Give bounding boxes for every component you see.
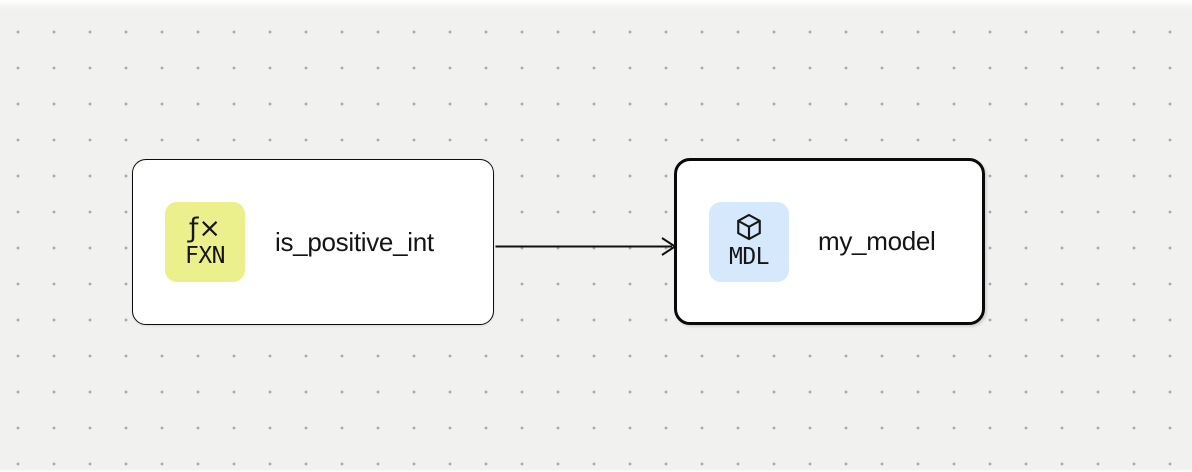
node-my-model[interactable]: MDL my_model (674, 158, 985, 325)
model-badge: MDL (709, 201, 789, 282)
cube-icon (737, 214, 761, 241)
function-badge-abbrev: FXN (184, 242, 226, 269)
node-label-my-model: my_model (818, 226, 936, 256)
node-label-is-positive-int: is_positive_int (275, 226, 434, 257)
fx-icon: ƒ× (188, 212, 222, 244)
function-badge: ƒ× FXN (165, 202, 245, 282)
model-badge-abbrev: MDL (728, 244, 770, 271)
node-is-positive-int[interactable]: ƒ× FXN is_positive_int (132, 159, 494, 325)
